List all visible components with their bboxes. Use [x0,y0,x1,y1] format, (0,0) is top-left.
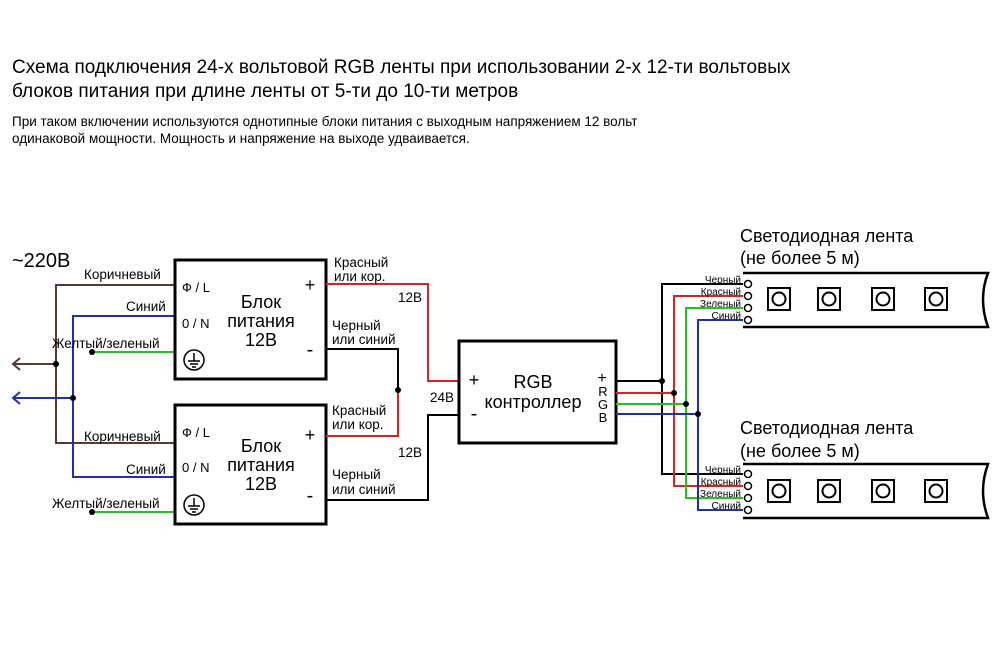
controller-title-2: контроллер [485,392,582,412]
strip2-led [871,479,895,503]
psu1-title-3: 12В [245,330,277,350]
ground-wire-label-2: Желтый/зеленый [52,496,160,511]
strip2-title-1: Светодиодная лента [740,418,914,438]
controller-input-plus: + [469,370,480,390]
blue-wire-label-2: Синий [126,462,166,477]
diagram-description: При таком включении используются однотип… [12,113,912,147]
controller-out-plus: + [597,370,606,387]
psu2-negative-wire [326,414,459,501]
description-line-2: одинаковой мощности. Мощность и напряжен… [12,131,470,146]
junction-dots [53,349,95,515]
strip1-led [767,287,791,311]
blue-wire-label-1: Синий [126,299,166,314]
psu1-positive-wire [326,283,459,382]
psu1-voltage-label: 12В [398,290,422,305]
strip2-led [924,479,948,503]
psu2-plus-terminal: + [305,425,316,445]
series-link-black [326,348,399,390]
mains-voltage-label: ~220В [12,250,70,272]
strip2-title-2: (не более 5 м) [740,441,860,461]
strip2-pin-blue: Синий [711,501,741,512]
description-line-1: При таком включении используются однотип… [12,114,638,129]
title-line-2: блоков питания при длине ленты от 5-ти д… [12,81,519,102]
strip2-pin-black: Черный [705,465,741,476]
strip1-led [817,287,841,311]
psu1-title-2: питания [227,311,295,331]
psu1-black-label-2: или синий [332,332,396,347]
psu1-title-1: Блок [241,292,281,312]
strip1-led [871,287,895,311]
strip2-pin-green: Зеленый [700,489,741,500]
ground-wire [92,351,175,513]
title-line-1: Схема подключения 24-х вольтовой RGB лен… [12,57,791,78]
brown-wire-label-2: Коричневый [84,429,161,444]
psu2-neutral-terminal: 0 / N [182,460,209,475]
psu2-voltage-label: 12В [398,445,422,460]
output-junction-dots [659,378,701,417]
psu1-red-label-1: Красный [334,255,388,270]
strip1-pin-blue: Синий [711,311,741,322]
strip1-led [924,287,948,311]
strip1-pin-red: Красный [701,287,741,298]
strip2-led [817,479,841,503]
power-supply-1: Ф / L 0 / N Блок питания 12В + - [173,258,328,381]
psu2-black-label-2: или синий [332,482,396,497]
psu2-title-2: питания [227,455,295,475]
controller-out-r: R [598,384,607,399]
ground-wire-label-1: Желтый/зеленый [52,336,160,351]
series-link-red [326,390,399,437]
rgb-controller: + - RGB контроллер + R G B [457,339,618,445]
controller-title-1: RGB [513,372,552,392]
psu2-red-label-1: Красный [332,403,386,418]
psu1-minus-terminal: - [307,339,314,361]
strip2-led [767,479,791,503]
strip1-title-2: (не более 5 м) [740,248,860,268]
brown-wire-label-1: Коричневый [84,267,161,282]
psu1-red-label-2: или кор. [334,269,386,284]
led-strip-2: Светодиодная лента (не более 5 м) Черный… [700,418,990,520]
strip1-title-1: Светодиодная лента [740,226,914,246]
diagram-title: Схема подключения 24-х вольтовой RGB лен… [12,56,912,104]
controller-out-b: B [599,410,608,425]
series-junction-dot [395,387,401,393]
psu2-minus-terminal: - [307,485,314,507]
psu1-phase-terminal: Ф / L [182,280,210,295]
total-voltage-label: 24В [430,390,454,405]
psu2-black-label-1: Черный [332,467,381,482]
led-strip-1: Светодиодная лента (не более 5 м) Черный… [700,226,990,329]
psu2-title-1: Блок [241,436,281,456]
psu1-neutral-terminal: 0 / N [182,316,209,331]
power-supply-2: Ф / L 0 / N Блок питания 12В + - [173,403,328,526]
psu2-title-3: 12В [245,474,277,494]
strip1-pin-green: Зеленый [700,299,741,310]
psu2-phase-terminal: Ф / L [182,425,210,440]
controller-input-minus: - [471,403,478,425]
psu1-black-label-1: Черный [332,318,381,333]
strip1-pin-black: Черный [705,275,741,286]
controller-out-g: G [598,397,608,412]
strip2-pin-red: Красный [701,477,741,488]
psu2-red-label-2: или кор. [332,417,384,432]
output-red-wire [616,295,743,487]
psu1-plus-terminal: + [305,275,316,295]
